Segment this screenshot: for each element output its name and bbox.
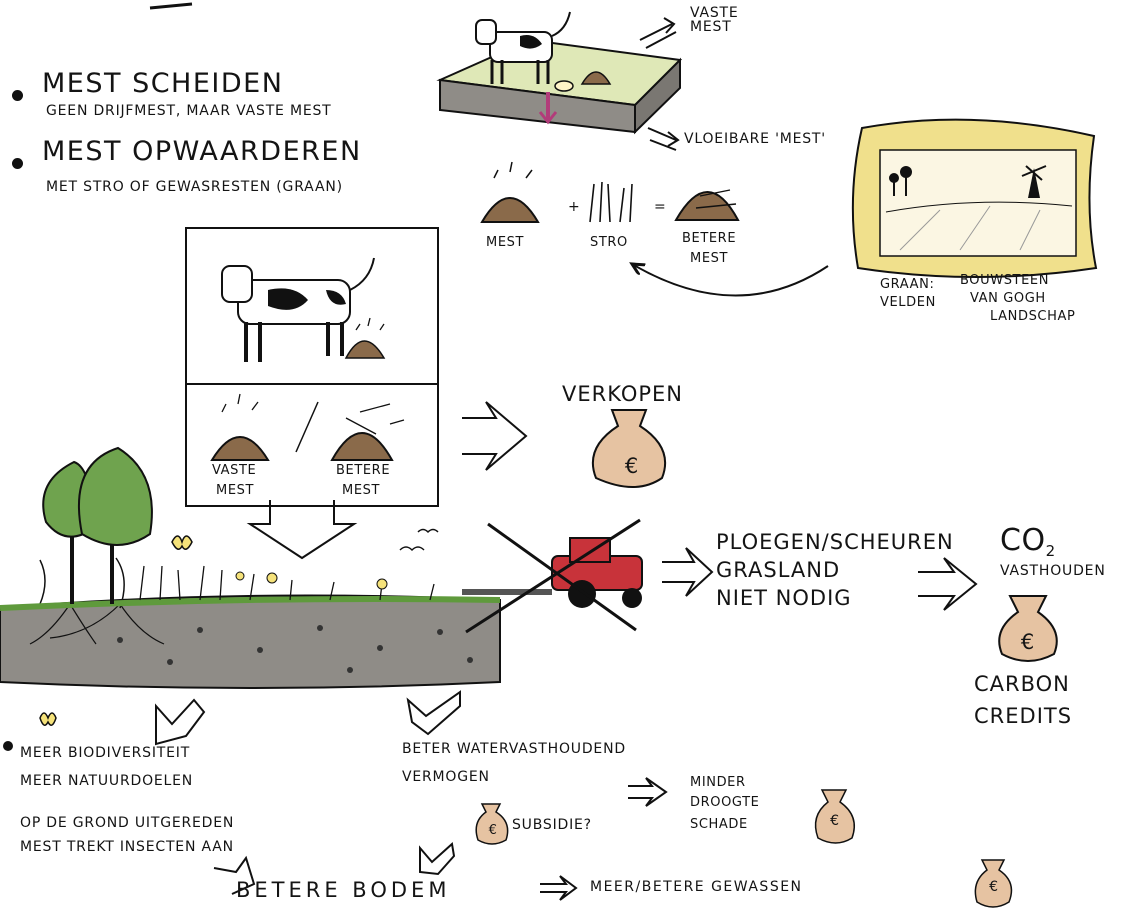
manure-comparison-box: [185, 227, 439, 507]
water-line-2: VERMOGEN: [402, 769, 490, 785]
equals-sign: =: [654, 199, 667, 215]
painting-caption-landscape: LANDSCHAP: [990, 309, 1076, 324]
upgrade-title: MEST OPWAARDEREN: [42, 136, 362, 167]
drought-line-3: SCHADE: [690, 817, 748, 832]
van-gogh-painting: [851, 118, 1098, 278]
plowing-line-3: NIET NODIG: [716, 586, 852, 610]
bullet-dot: [12, 158, 23, 169]
better-crops-label: MEER/BETERE GEWASSEN: [590, 879, 803, 895]
carbon-money-bag-icon: [998, 595, 1058, 662]
drought-coin-symbol: €: [830, 813, 840, 829]
plowing-line-1: PLOEGEN/SCHEUREN: [716, 530, 954, 554]
biodiversity-line-2: MEER NATUURDOELEN: [20, 773, 194, 789]
carbon-credits-line-2: CREDITS: [974, 704, 1073, 728]
equation-manure-label: MEST: [486, 235, 525, 250]
drought-line-1: MINDER: [690, 775, 746, 790]
trees-illustration: [42, 446, 153, 604]
soil-arrow-icon: [419, 842, 456, 876]
box-solid-label-2: MEST: [216, 483, 255, 498]
farm-block-illustration: [436, 11, 683, 135]
liquid-manure-output: VLOEIBARE 'MEST': [684, 131, 826, 147]
carbon-coin-symbol: €: [1020, 630, 1036, 654]
result-money-bag-icon: [974, 859, 1013, 908]
better-soil-arrow-icon: [213, 855, 256, 895]
result-coin-symbol: €: [989, 879, 999, 895]
curved-return-arrow-icon: [632, 264, 829, 297]
biodiversity-line-1: MEER BIODIVERSITEIT: [20, 745, 191, 761]
butterfly-icon: [171, 535, 193, 550]
co2-hold-label: VASTHOUDEN: [1000, 563, 1106, 579]
painting-caption-building-block: BOUWSTEEN: [960, 273, 1050, 288]
drought-money-bag-icon: [814, 789, 855, 844]
cross-out-icon: [465, 518, 641, 634]
upgrade-subtitle: MET STRO OF GEWASRESTEN (GRAAN): [46, 179, 343, 195]
equation-better-line1: BETERE: [682, 231, 737, 246]
solid-arrow-icon: [639, 17, 677, 49]
down-arrow-icon: [246, 500, 358, 560]
box-better-label-2: MEST: [342, 483, 381, 498]
subsidy-coin-symbol: €: [488, 823, 498, 838]
money-bag-icon: [591, 409, 667, 488]
water-arrow-icon: [406, 690, 461, 736]
water-line-1: BETER WATERVASTHOUDEND: [402, 741, 626, 757]
co2-arrow-icon: [918, 557, 978, 611]
sell-arrow-icon: [462, 401, 528, 471]
field-illustration: [0, 557, 501, 689]
co2-label: CO2: [1000, 523, 1056, 560]
plowing-line-2: GRASLAND: [716, 558, 841, 582]
result-arrow-icon: [540, 875, 578, 901]
painting-caption-van-gogh: VAN GOGH: [970, 291, 1046, 306]
drought-arrow-icon: [628, 777, 668, 807]
biodiversity-line-3: OP DE GROND UITGEREDEN: [20, 815, 235, 831]
painting-caption-grain: GRAAN:: [880, 277, 935, 292]
stray-stroke: [149, 2, 193, 10]
bee-icon: [3, 741, 13, 751]
equation-better-line2: MEST: [690, 251, 729, 266]
equation-straw-label: STRO: [590, 235, 628, 250]
separate-subtitle: GEEN DRIJFMEST, MAAR VASTE MEST: [46, 103, 332, 119]
biodiversity-line-4: MEST TREKT INSECTEN AAN: [20, 839, 234, 855]
biodiversity-arrow-icon: [155, 698, 206, 746]
plowing-arrow-icon: [662, 547, 714, 597]
sell-coin-symbol: €: [624, 454, 640, 478]
drought-line-2: DROOGTE: [690, 795, 760, 810]
solid-manure-output: VASTE MEST: [690, 5, 739, 35]
liquid-arrow-icon: [647, 127, 680, 151]
carbon-credits-line-1: CARBON: [974, 672, 1070, 696]
better-soil-label: BETERE BODEM: [236, 878, 451, 902]
plus-sign: +: [568, 199, 581, 215]
birds-icon: [399, 528, 439, 552]
sell-label: VERKOPEN: [562, 382, 684, 406]
subsidy-label: SUBSIDIE?: [512, 817, 592, 833]
subsidy-money-bag-icon: [475, 803, 509, 845]
separate-title: MEST SCHEIDEN: [42, 68, 284, 99]
painting-caption-fields: VELDEN: [880, 295, 936, 310]
box-better-label-1: BETERE: [336, 463, 391, 478]
equation-illustration: [480, 161, 740, 223]
small-butterfly-icon: [39, 712, 57, 726]
box-solid-label-1: VASTE: [212, 463, 257, 478]
bullet-dot: [12, 90, 23, 101]
